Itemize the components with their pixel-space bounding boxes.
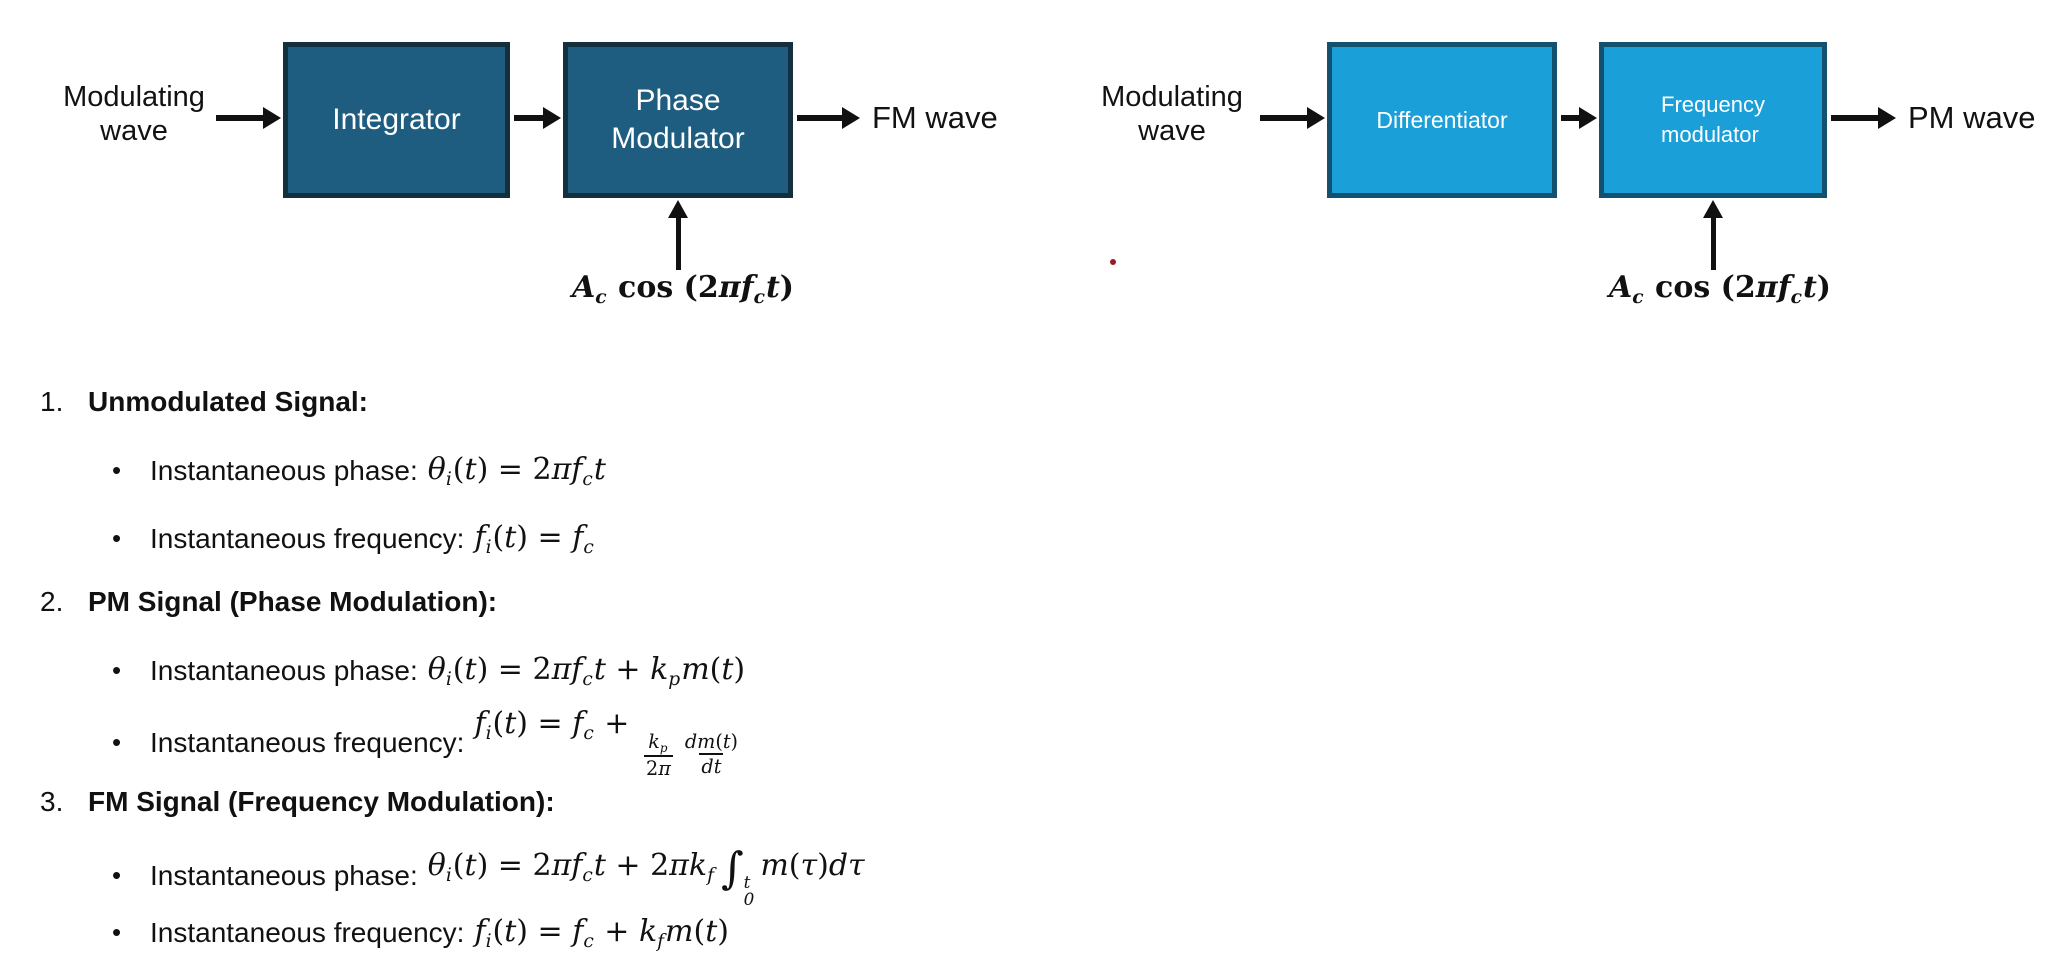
- note-2-bullet-1: • Instantaneous phase: θi(t) = 2πfct + k…: [112, 652, 745, 690]
- pm-output-arrow: [1831, 107, 1896, 129]
- bullet-label: Instantaneous phase:: [150, 654, 418, 686]
- note-1-bullet-1: • Instantaneous phase: θi(t) = 2πfct: [112, 452, 606, 490]
- note-2-title: PM Signal (Phase Modulation):: [88, 586, 498, 617]
- formula: fi(t) = fc: [474, 520, 594, 558]
- bullet-icon: •: [112, 917, 122, 948]
- pm-inter-block-arrow: [1561, 107, 1597, 129]
- bullet-label: Instantaneous frequency:: [150, 522, 465, 554]
- pm-carrier-label: Ac cos (2πfct): [1609, 270, 1831, 308]
- bullet-icon: •: [112, 860, 122, 891]
- integrator-label: Integrator: [332, 103, 461, 136]
- note-3-bullet-1: • Instantaneous phase: θi(t) = 2πfct + 2…: [112, 844, 865, 907]
- fm-carrier-label: Ac cos (2πfct): [572, 270, 794, 308]
- fm-inter-block-arrow: [514, 107, 561, 129]
- phase-modulator-line2: Modulator: [611, 122, 745, 155]
- frequency-modulator-label: Frequency modulator: [1661, 90, 1765, 150]
- phase-modulator-box: Phase Modulator: [563, 42, 793, 198]
- bullet-label: Instantaneous frequency:: [150, 726, 465, 758]
- bullet-label: Instantaneous frequency:: [150, 916, 465, 948]
- integrator-box: Integrator: [283, 42, 510, 198]
- note-2-heading: 2. PM Signal (Phase Modulation):: [40, 586, 497, 618]
- note-3-title: FM Signal (Frequency Modulation):: [88, 786, 555, 817]
- note-2-number: 2.: [40, 586, 64, 617]
- fm-input-arrow: [216, 107, 281, 129]
- bullet-icon: •: [112, 523, 122, 554]
- frequency-modulator-line2: modulator: [1661, 122, 1759, 147]
- pm-carrier-arrow: [1703, 200, 1723, 270]
- bullet-label: Instantaneous phase:: [150, 859, 418, 891]
- formula: θi(t) = 2πfct + kpm(t): [427, 652, 746, 690]
- note-3-number: 3.: [40, 786, 64, 817]
- bullet-label: Instantaneous phase:: [150, 454, 418, 486]
- note-1-title: Unmodulated Signal:: [88, 386, 368, 417]
- phase-modulator-label: Phase Modulator: [611, 82, 744, 158]
- pm-input-line2: wave: [1138, 115, 1206, 147]
- stray-red-dot: [1110, 259, 1116, 265]
- fm-wave-label: FM wave: [872, 100, 998, 135]
- note-3-bullet-2: • Instantaneous frequency: fi(t) = fc + …: [112, 914, 729, 952]
- pm-input-label: Modulating wave: [1088, 80, 1256, 148]
- fm-output-arrow: [797, 107, 860, 129]
- note-3-heading: 3. FM Signal (Frequency Modulation):: [40, 786, 555, 818]
- fm-input-label: Modulating wave: [36, 80, 232, 148]
- fm-input-line2: wave: [100, 115, 168, 147]
- frequency-modulator-line1: Frequency: [1661, 92, 1765, 117]
- pm-wave-label: PM wave: [1908, 100, 2036, 135]
- bullet-icon: •: [112, 727, 122, 758]
- differentiator-box: Differentiator: [1327, 42, 1557, 198]
- note-1-number: 1.: [40, 386, 64, 417]
- note-1-bullet-2: • Instantaneous frequency: fi(t) = fc: [112, 520, 595, 558]
- note-1-heading: 1. Unmodulated Signal:: [40, 386, 368, 418]
- pm-input-line1: Modulating: [1101, 81, 1243, 113]
- bullet-icon: •: [112, 655, 122, 686]
- frequency-modulator-box: Frequency modulator: [1599, 42, 1827, 198]
- fm-carrier-arrow: [668, 200, 688, 270]
- fm-input-line1: Modulating: [63, 81, 205, 113]
- pm-input-arrow: [1260, 107, 1325, 129]
- note-2-bullet-2: • Instantaneous frequency: fi(t) = fc + …: [112, 706, 745, 780]
- formula: θi(t) = 2πfct: [427, 452, 606, 490]
- phase-modulator-line1: Phase: [635, 84, 721, 117]
- differentiator-label: Differentiator: [1376, 107, 1508, 133]
- formula: fi(t) = fc + kfm(t): [474, 914, 729, 952]
- bullet-icon: •: [112, 455, 122, 486]
